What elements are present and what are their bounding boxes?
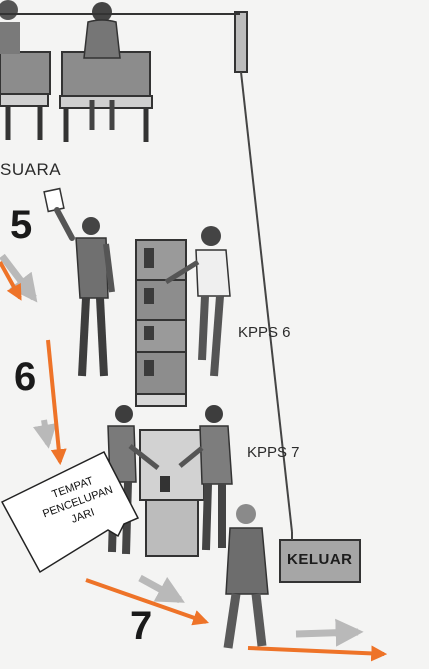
step-number-5: 5 xyxy=(10,203,33,247)
officer-label-kpps-6: KPPS 6 xyxy=(238,324,291,341)
orange-arrow-3 xyxy=(85,578,210,626)
step-number-7: 7 xyxy=(130,604,153,648)
orange-arrow-2 xyxy=(46,339,67,466)
exit-sign-label: KELUAR xyxy=(287,551,353,568)
officer-label-kpps-7: KPPS 7 xyxy=(247,444,300,461)
voter-figure-exit xyxy=(223,504,269,649)
voting-booth-right xyxy=(59,2,153,142)
grey-arrow-3 xyxy=(138,574,185,604)
boundary-pole xyxy=(0,11,293,533)
exit-sign xyxy=(279,532,361,583)
ballot-boxes xyxy=(135,239,187,407)
voter-figure-5 xyxy=(43,187,115,377)
voting-booth-left xyxy=(0,0,51,140)
officer-figure-kpps-6 xyxy=(164,226,231,377)
orange-arrow-1 xyxy=(0,261,22,301)
officer-figure-kpps-7 xyxy=(178,405,233,551)
grey-arrow-4 xyxy=(295,618,364,647)
callout-box xyxy=(0,451,140,574)
grey-arrow-1 xyxy=(0,253,38,303)
grey-arrow-2 xyxy=(33,419,57,449)
step-number-6: 6 xyxy=(14,355,37,399)
orange-arrow-4 xyxy=(247,645,388,662)
booth-label-suara: SUARA xyxy=(0,160,62,179)
ink-dipping-table xyxy=(139,429,205,557)
